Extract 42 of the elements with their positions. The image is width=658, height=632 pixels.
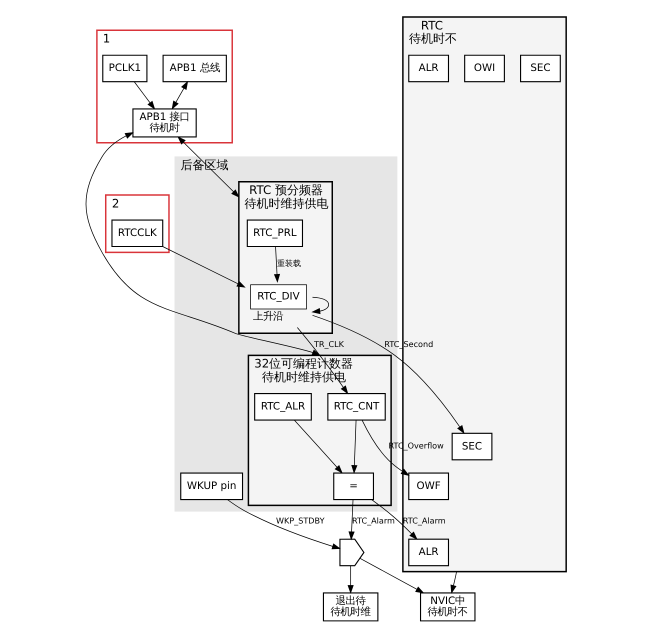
node-box: = (333, 472, 374, 500)
arrow (227, 499, 341, 550)
arrow (362, 420, 410, 476)
node-box: NVIC中 待机时不 (420, 592, 476, 622)
edge-label: RTC_Alarm (352, 516, 395, 526)
arrow (162, 246, 246, 288)
node-box: SEC (520, 54, 561, 82)
node-box: RTC_ALR (254, 393, 312, 421)
node-box: ALR (408, 54, 450, 82)
node-label: 上升沿 (252, 310, 283, 322)
edge-label: TR_CLK (314, 339, 344, 350)
arrow (296, 327, 348, 394)
arrow (348, 565, 354, 594)
node-box: APB1 接口 待机时 (132, 108, 197, 138)
node-box: PCLK1 (102, 54, 148, 82)
node-box: APB1 总线 (162, 54, 227, 82)
node-box: RTC_CNT (327, 393, 386, 421)
node-box: OWI (464, 54, 505, 82)
arrow (351, 420, 358, 474)
arrow (311, 296, 329, 314)
edge-label: RTC_Alarm (402, 516, 446, 526)
arrow (274, 246, 280, 283)
arrow (348, 499, 355, 540)
node-gate (339, 538, 365, 566)
edge-label: WKP_STDBY (276, 516, 325, 526)
arrow (134, 81, 156, 110)
arrow (360, 558, 424, 594)
node-box: SEC (452, 432, 492, 460)
arrow (450, 571, 457, 594)
node-box: WKUP pin (180, 472, 244, 500)
edge-label: 重装载 (276, 258, 301, 268)
arrow (312, 314, 465, 434)
node-box: 退出待 待机时维 (322, 592, 378, 622)
arrow (86, 132, 321, 356)
node-box: RTCCLK (111, 219, 164, 248)
arrow (294, 420, 343, 474)
arrow (371, 499, 418, 540)
node-box: ALR (408, 538, 450, 566)
arrow (172, 80, 188, 110)
node-box: RTC_PRL (246, 219, 304, 248)
node-box: OWF (408, 472, 450, 500)
arrow (177, 136, 240, 198)
